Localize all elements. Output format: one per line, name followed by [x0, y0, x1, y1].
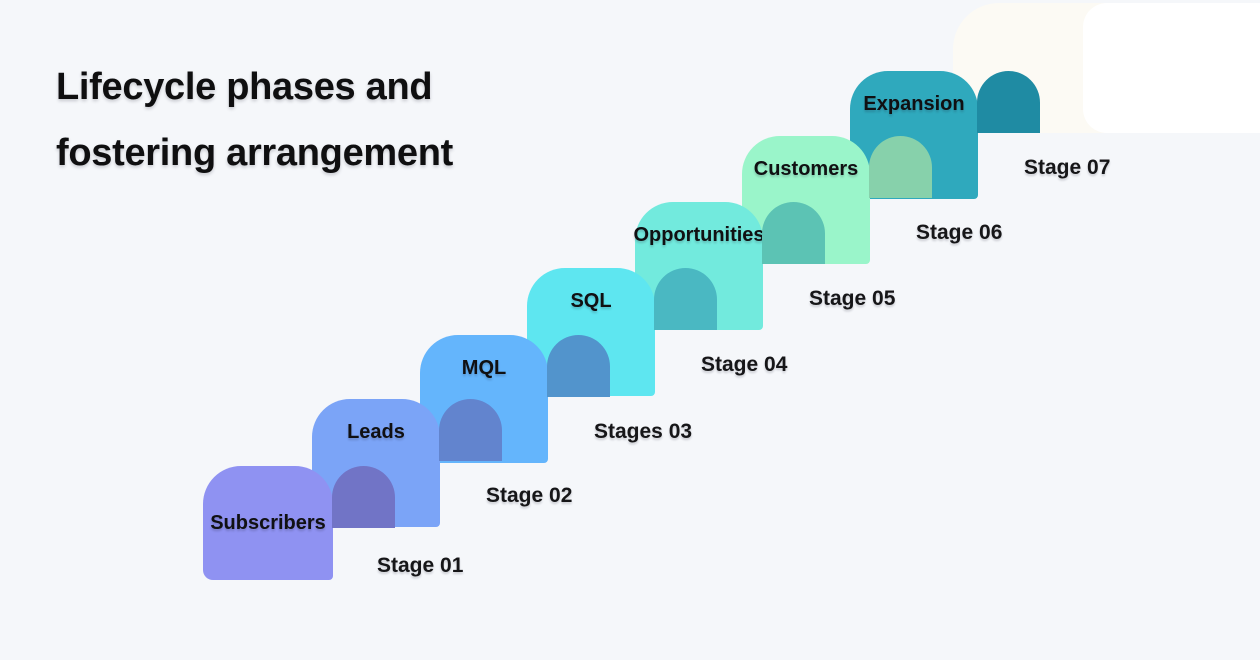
stage-block-label: Customers: [753, 157, 859, 180]
stage-arch: [762, 202, 825, 264]
stage-number-label: Stage 01: [377, 554, 464, 577]
stage-block: Subscribers: [203, 466, 333, 580]
page-title: Lifecycle phases and fostering arrangeme…: [56, 54, 453, 186]
stage-arch: [977, 71, 1040, 133]
stage-block-label: Leads: [347, 420, 405, 443]
stage-number-label: Stage 07: [1024, 156, 1111, 179]
stage-block-label: SQL: [570, 289, 612, 312]
stage-block-label: Expansion: [863, 92, 965, 115]
stage-number-label: Stage 05: [809, 287, 896, 310]
stage-number-label: Stages 03: [594, 420, 693, 443]
title-line-2: fostering arrangement: [56, 132, 454, 174]
stage-number-label: Stage 04: [701, 353, 788, 376]
stage-block-label: MQL: [461, 356, 507, 379]
stage-arch: [332, 466, 395, 528]
stage-arch: [869, 136, 932, 198]
stage-arch: [654, 268, 717, 330]
title-line-1: Lifecycle phases and: [56, 66, 433, 108]
stage-number-label: Stage 02: [486, 484, 573, 507]
stage-number-label: Stage 06: [916, 221, 1003, 244]
stage-block-label: Opportunities: [633, 223, 765, 246]
stage-arch: [547, 335, 610, 397]
decor-card-front: [1083, 3, 1260, 133]
stage-block-label: Subscribers: [210, 511, 326, 534]
stage-arch: [439, 399, 502, 461]
